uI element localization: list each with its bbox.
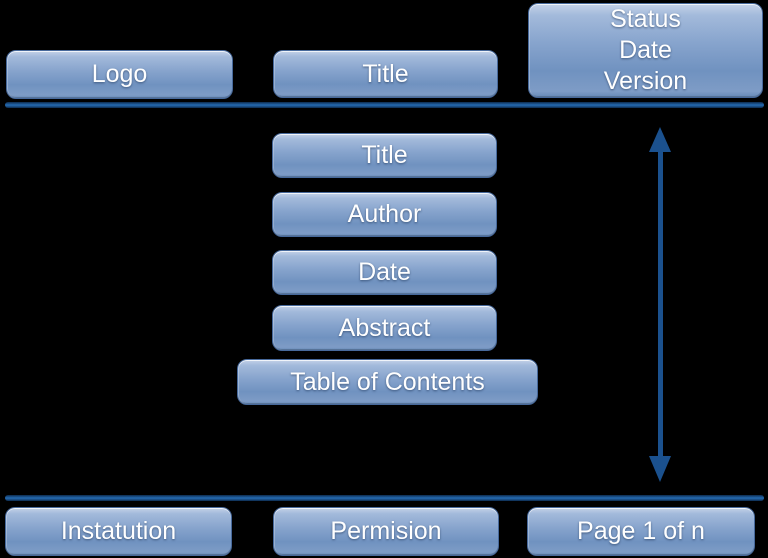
header-title-label: Title	[362, 59, 409, 88]
version-line: Version	[603, 67, 688, 95]
permission-label: Permision	[330, 517, 442, 545]
body-title-label: Title	[361, 141, 408, 169]
header-title-box: Title	[273, 50, 498, 98]
table-of-contents-label: Table of Contents	[290, 367, 485, 396]
table-of-contents-box: Table of Contents	[237, 359, 538, 405]
footer-separator-line	[5, 495, 764, 501]
abstract-box: Abstract	[272, 305, 497, 351]
date-label: Date	[358, 258, 411, 286]
arrow-down-icon	[649, 456, 671, 482]
page-number-box: Page 1 of n	[527, 507, 755, 556]
logo-label: Logo	[91, 60, 148, 88]
author-box: Author	[272, 192, 497, 237]
logo-box: Logo	[6, 50, 233, 99]
permission-box: Permision	[273, 507, 499, 556]
date-line: Date	[619, 36, 672, 64]
abstract-label: Abstract	[338, 313, 431, 342]
arrow-up-icon	[649, 127, 671, 152]
body-title-box: Title	[272, 133, 497, 178]
header-separator-line	[5, 102, 764, 108]
institution-label: Instatution	[60, 517, 177, 545]
author-label: Author	[347, 200, 422, 228]
date-box: Date	[272, 250, 497, 295]
status-line: Status	[610, 5, 681, 33]
institution-box: Instatution	[5, 507, 232, 556]
status-date-version-box: Status Date Version	[528, 3, 763, 98]
page-number-label: Page 1 of n	[577, 517, 705, 545]
vertical-double-arrow	[658, 150, 663, 456]
